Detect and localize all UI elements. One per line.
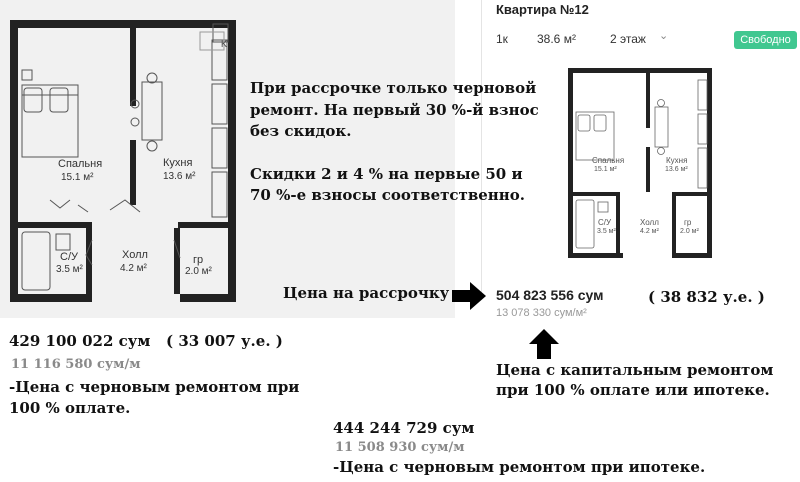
mortgage-per-m2: 11 508 930 сум/м [335, 440, 465, 455]
mortgage-description: -Цена с черновым ремонтом при ипотеке. [333, 458, 706, 476]
plan-kitchen-label: Кухня [163, 157, 193, 169]
small-plan-hall-label: Холл [640, 218, 659, 227]
small-plan-bedroom-label: Спальня [592, 156, 625, 165]
plan-wardrobe-area: 2.0 м² [185, 266, 212, 277]
small-plan-wardrobe-area: 2.0 м² [680, 228, 699, 235]
arrow-up-icon [529, 329, 559, 359]
plan-bath-label: С/У [60, 251, 78, 263]
installment-note: При рассрочке только черновой ремонт. На… [250, 78, 540, 207]
small-plan-wardrobe-label: гр [684, 218, 692, 227]
capital-repair-note: Цена с капитальным ремонтом при 100 % оп… [496, 361, 774, 399]
small-plan-bath-label: С/У [598, 218, 612, 227]
installment-note-text: При рассрочке только черновой ремонт. На… [250, 79, 539, 140]
plan-bath-area: 3.5 м² [56, 264, 83, 275]
small-plan-bedroom-area: 15.1 м² [594, 166, 617, 173]
full-payment-price: 429 100 022 сум [9, 332, 151, 350]
floor-plan-small [568, 68, 712, 258]
listing-area: 38.6 м² [537, 32, 576, 46]
plan-bedroom-label: Спальня [58, 158, 103, 170]
listing-price: 504 823 556 сум [496, 287, 604, 303]
discount-note-text: Скидки 2 и 4 % на первые 50 и 70 %-е взн… [250, 164, 525, 205]
small-plan-bath-area: 3.5 м² [597, 228, 616, 235]
full-payment-per-m2: 11 116 580 сум/м [11, 357, 141, 372]
full-payment-description: -Цена с черновым ремонтом при 100 % опла… [9, 378, 300, 417]
listing-rooms: 1к [496, 32, 508, 46]
small-plan-hall-area: 4.2 м² [640, 228, 659, 235]
installment-usd: ( 38 832 у.е. ) [648, 288, 765, 306]
plan-bedroom-area: 15.1 м² [61, 172, 94, 183]
plan-wardrobe-label: гр [193, 254, 204, 266]
listing-title: Квартира №12 [496, 2, 589, 17]
floor-select[interactable]: 2 этаж [610, 32, 646, 46]
listing-price-per-m2: 13 078 330 сум/м² [496, 307, 587, 319]
mortgage-price: 444 244 729 сум [333, 419, 475, 437]
full-payment-usd: ( 33 007 у.е. ) [166, 332, 283, 350]
status-badge: Свободно [734, 31, 797, 49]
floor-plan-large [10, 20, 236, 302]
plan-k-mark: K [221, 39, 228, 49]
panel-divider [481, 0, 482, 300]
plan-hall-area: 4.2 м² [120, 263, 147, 274]
chevron-down-icon[interactable]: ⌄ [659, 30, 669, 42]
small-plan-kitchen-area: 13.6 м² [665, 166, 688, 173]
plan-kitchen-area: 13.6 м² [163, 171, 196, 182]
plan-hall-label: Холл [122, 249, 148, 261]
installment-price-label: Цена на рассрочку [283, 284, 450, 302]
small-plan-kitchen-label: Кухня [666, 156, 688, 165]
arrow-right-icon [452, 282, 486, 310]
